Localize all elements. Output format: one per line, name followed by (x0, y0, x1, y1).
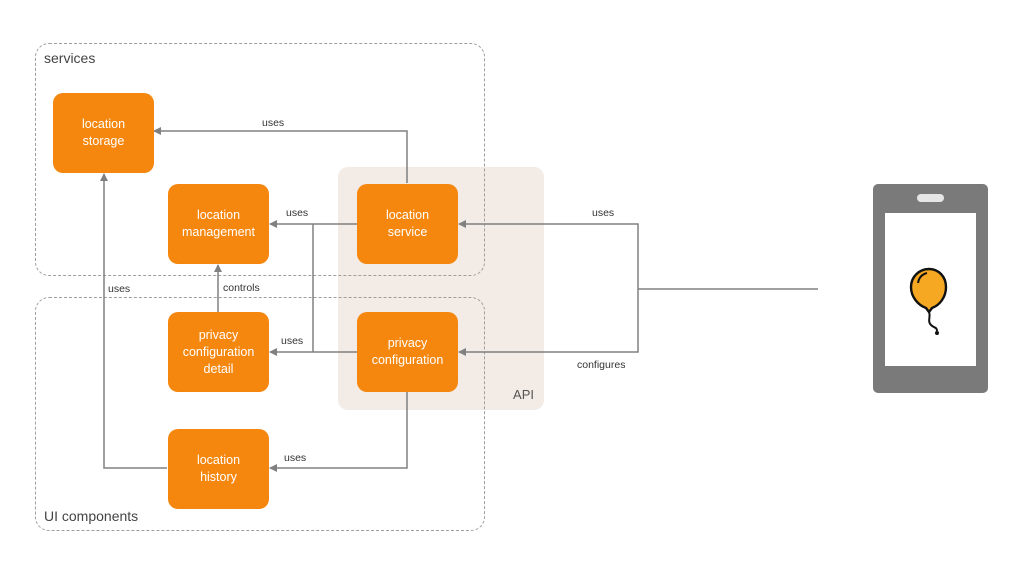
ui-components-group-label: UI components (44, 508, 139, 524)
edge-app-service (458, 220, 639, 289)
edge-label-detail-management: controls (223, 282, 260, 294)
location-history-node: location history (168, 429, 269, 509)
edge-app-privacy (458, 289, 639, 356)
edge-label-app-service: uses (592, 207, 615, 219)
phone-screen (885, 213, 976, 366)
smartphone-icon (873, 184, 988, 393)
edge-label-privacy-history: uses (284, 452, 307, 464)
api-label: API (513, 387, 534, 402)
edge-service-storage (153, 127, 408, 183)
edge-privacy-history (269, 392, 408, 472)
edge-history-storage (100, 173, 167, 469)
phone-speaker (917, 194, 944, 202)
location-management-node: location management (168, 184, 269, 264)
edge-label-app-privacy: configures (577, 359, 626, 371)
ui-components-group: UI components (35, 297, 485, 531)
balloon-logo-icon (909, 267, 948, 335)
privacy-configuration-detail-node: privacy configuration detail (168, 312, 269, 392)
location-service-node: location service (357, 184, 458, 264)
edge-label-service-storage: uses (262, 117, 285, 129)
privacy-configuration-node: privacy configuration (357, 312, 458, 392)
edge-label-service-management: uses (286, 207, 309, 219)
edge-label-history-storage: uses (108, 283, 131, 295)
services-group-label: services (44, 50, 96, 66)
location-storage-node: location storage (53, 93, 154, 173)
edge-label-privacy-detail: uses (281, 335, 304, 347)
services-group: services (35, 43, 485, 276)
